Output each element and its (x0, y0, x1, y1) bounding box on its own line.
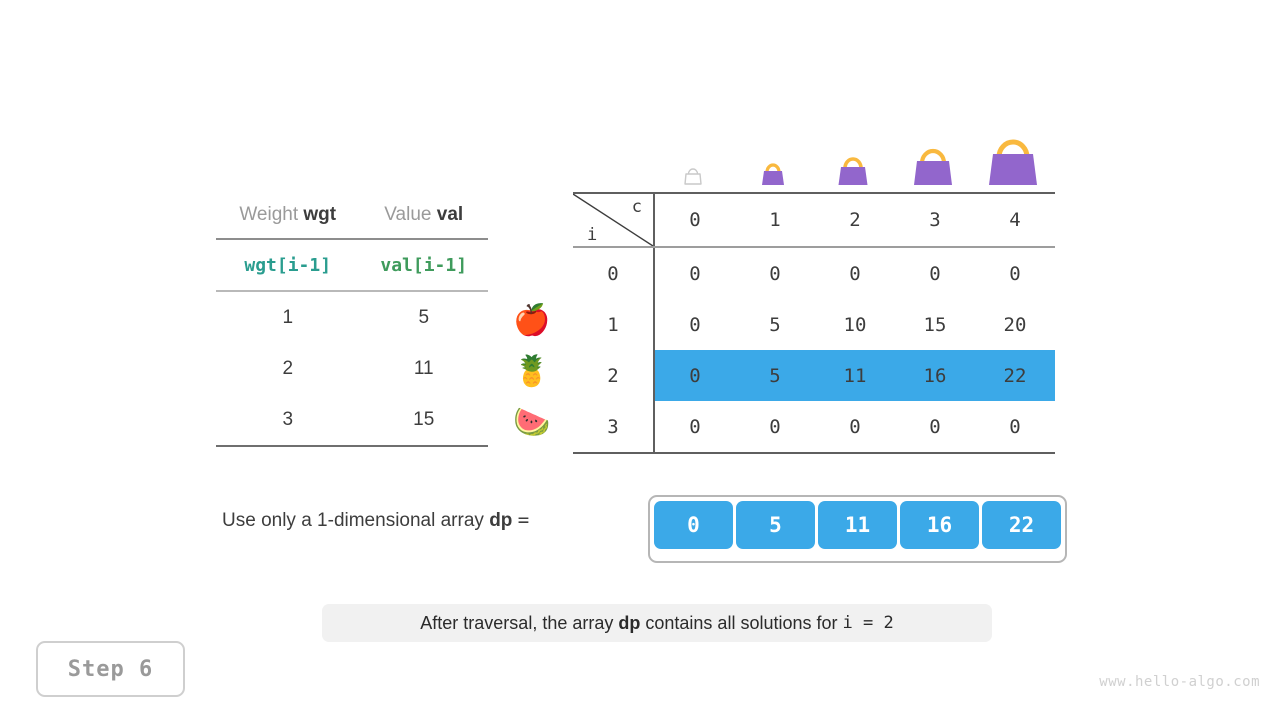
dp-row-0: 0 0 0 0 0 0 (573, 247, 1055, 299)
watermelon-icon: 🍉 (513, 406, 551, 439)
bag-icon-capacity-1 (733, 124, 813, 186)
dp-1d-label-equals: = (517, 509, 530, 531)
dp-cell-2-4: 22 (975, 350, 1055, 401)
dp-cell-1-1: 5 (769, 313, 781, 336)
dp-cell-1-0: 0 (689, 313, 701, 336)
weight-header-prefix: Weight (239, 204, 304, 225)
bag-icon-capacity-2 (813, 124, 893, 186)
item-value-1: 5 (418, 306, 430, 328)
dp-1d-array: 0 5 11 16 22 (648, 495, 1067, 563)
dp-cell-0-0: 0 (689, 262, 701, 285)
dp-col-header-3: 3 (895, 192, 975, 248)
value-header-prefix: Value (384, 204, 437, 225)
caption-box: After traversal, the array dp contains a… (322, 604, 992, 642)
dp-1d-cell-4: 22 (982, 501, 1061, 549)
dp-cell-2-1: 5 (735, 350, 815, 401)
dp-cell-0-2: 0 (849, 262, 861, 285)
code-cell-val: val[i-1] (359, 239, 488, 292)
item-value-3: 15 (359, 394, 488, 447)
item-weight-2: 2 (282, 357, 294, 379)
bag-icon-capacity-4 (973, 124, 1053, 186)
dp-cell-3-2: 0 (815, 401, 895, 454)
dp-cell-3-1: 0 (735, 401, 815, 454)
corner-label-i: i (587, 225, 598, 245)
dp-1d-cell-2: 11 (818, 501, 897, 549)
dp-cell-0-4: 0 (1009, 262, 1021, 285)
dp-row-1: 1 0 5 10 15 20 (573, 299, 1055, 350)
dp-cell-1-3: 15 (923, 313, 947, 336)
dp-row-index-3: 3 (573, 401, 655, 454)
dp-header-row: c i 0 1 2 3 4 (573, 192, 1055, 248)
item-value-2: 11 (413, 357, 434, 379)
dp-table-grid: c i 0 1 2 3 4 0 0 0 0 0 0 1 0 5 (573, 192, 1055, 454)
corner-label-c: c (631, 197, 642, 217)
code-cell-wgt: wgt[i-1] (216, 239, 360, 292)
dp-row-index-0: 0 (573, 247, 655, 299)
caption-part1: After traversal, the array (420, 612, 614, 633)
dp-cell-3-3: 0 (895, 401, 975, 454)
dp-cell-1-4: 20 (1003, 313, 1027, 336)
dp-corner-cell: c i (573, 192, 655, 248)
dp-cell-3-4: 0 (975, 401, 1055, 454)
weight-header-var: wgt (303, 204, 337, 225)
dp-row-3: 3 0 0 0 0 0 (573, 401, 1055, 454)
apple-icon: 🍎 (513, 304, 551, 337)
caption-part2: contains all solutions for (645, 612, 838, 633)
caption-var: dp (618, 612, 641, 633)
item-table-grid: Weight wgt Value val wgt[i-1] val[i-1] 1… (216, 192, 488, 447)
dp-col-header-4: 4 (975, 192, 1055, 248)
item-table-header-row: Weight wgt Value val (216, 192, 488, 240)
dp-cell-2-3: 16 (895, 350, 975, 401)
caption-expression: i = 2 (842, 613, 894, 633)
dp-cell-1-2: 10 (843, 313, 867, 336)
dp-cell-3-0: 0 (654, 401, 735, 454)
dp-row-index-1: 1 (573, 299, 655, 350)
dp-cell-2-2: 11 (815, 350, 895, 401)
dp-cell-0-1: 0 (769, 262, 781, 285)
dp-1d-cell-3: 16 (900, 501, 979, 549)
dp-row-index-2: 2 (573, 350, 655, 401)
item-weight-value-table: Weight wgt Value val wgt[i-1] val[i-1] 1… (216, 192, 488, 447)
item-weight-3: 3 (216, 394, 360, 447)
dp-row-2: 2 0 5 11 16 22 (573, 350, 1055, 401)
item-table-code-row: wgt[i-1] val[i-1] (216, 239, 488, 292)
value-header-var: val (436, 204, 464, 225)
step-badge: Step 6 (36, 641, 185, 697)
dp-col-header-0: 0 (654, 192, 735, 248)
dp-1d-cell-1: 5 (736, 501, 815, 549)
bag-icon-capacity-0 (653, 124, 733, 186)
dp-cell-0-3: 0 (929, 262, 941, 285)
corner-diagonal-line (573, 194, 653, 246)
dp-col-header-2: 2 (815, 192, 895, 248)
dp-1d-label: Use only a 1-dimensional array dp = (222, 509, 529, 532)
bag-icon-capacity-3 (893, 124, 973, 186)
column-header-value: Value val (359, 192, 488, 240)
dp-cell-2-0: 0 (654, 350, 735, 401)
dp-col-header-1: 1 (735, 192, 815, 248)
watermark: www.hello-algo.com (1099, 674, 1260, 690)
item-weight-1: 1 (282, 306, 294, 328)
item-row-1: 1 5 (216, 291, 488, 343)
item-row-2: 2 11 (216, 343, 488, 394)
item-row-3: 3 15 (216, 394, 488, 447)
dp-2d-table: c i 0 1 2 3 4 0 0 0 0 0 0 1 0 5 (573, 192, 1055, 454)
pineapple-icon: 🍍 (513, 355, 551, 388)
column-header-weight: Weight wgt (216, 192, 360, 240)
bag-capacity-icon-row (653, 124, 1053, 186)
dp-1d-label-text: Use only a 1-dimensional array (222, 510, 484, 531)
dp-1d-label-var: dp (489, 510, 513, 531)
dp-1d-cell-0: 0 (654, 501, 733, 549)
